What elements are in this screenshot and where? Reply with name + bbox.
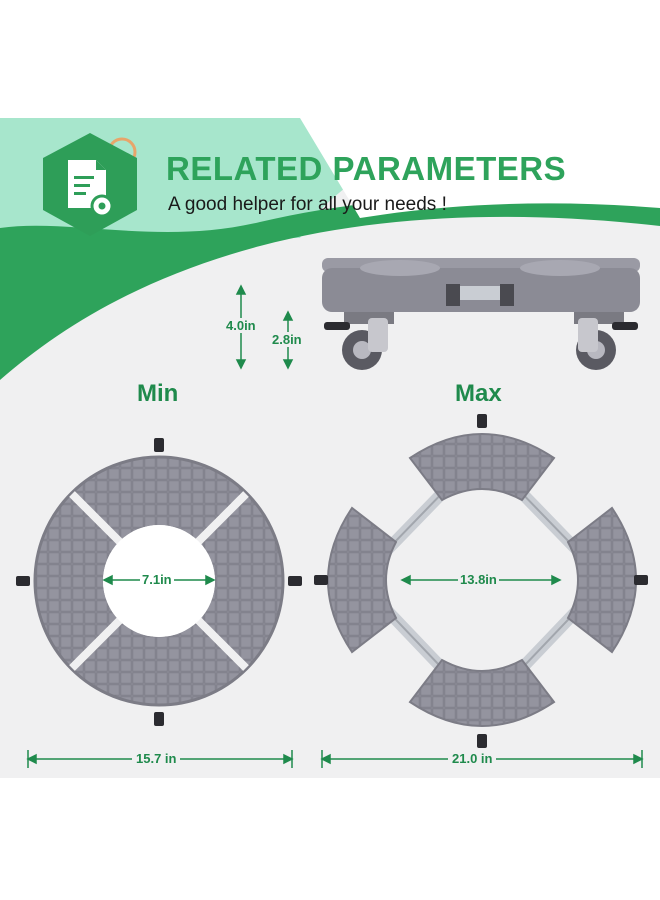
green-swoosh	[0, 118, 660, 380]
min-config-label: Min	[137, 380, 179, 407]
min-inner-diameter: 7.1in	[140, 572, 174, 587]
max-inner-diameter: 13.8in	[458, 572, 499, 587]
max-config-label: Max	[455, 380, 502, 407]
page-title: RELATED PARAMETERS	[166, 150, 567, 187]
background-panel	[0, 118, 660, 778]
base-height-label: 2.8in	[268, 332, 306, 347]
min-outer-diameter: 15.7 in	[132, 751, 181, 766]
max-outer-diameter: 21.0 in	[448, 751, 497, 766]
total-height-label: 4.0in	[222, 318, 260, 333]
page-subtitle: A good helper for all your needs !	[168, 194, 447, 215]
